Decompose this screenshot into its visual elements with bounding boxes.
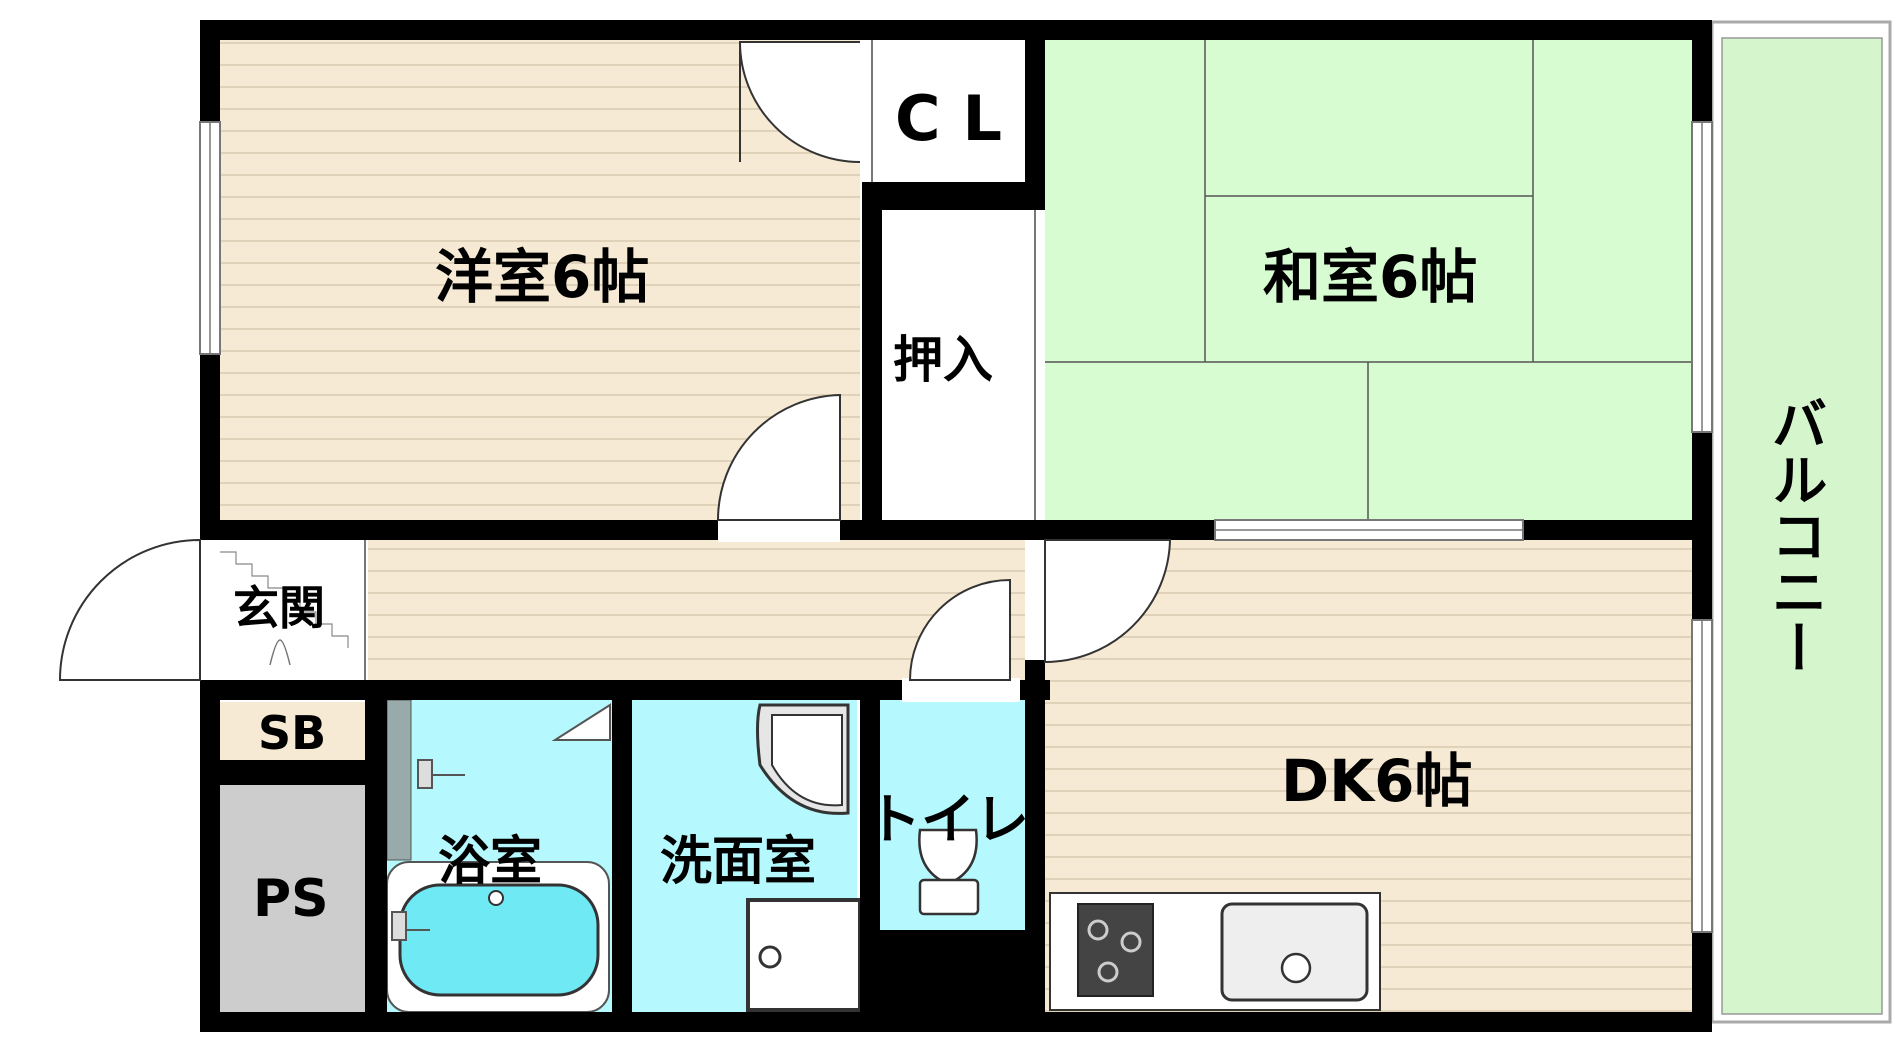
balcony-label: バルコニー: [1762, 395, 1827, 675]
tatami-room: [1045, 40, 1692, 520]
stove-icon: [1077, 903, 1154, 997]
shoe-box-label: SB: [258, 706, 327, 760]
bathroom-label: 浴室: [438, 832, 543, 892]
balcony: [1710, 20, 1892, 1024]
japanese-room-label: 和室6帖: [1263, 243, 1478, 311]
pipe-space: [220, 785, 365, 1012]
entrance-label: 玄関: [233, 581, 325, 635]
shoe-box: [220, 702, 365, 760]
sink-icon: [1220, 902, 1369, 1002]
dining-kitchen-label: DK6帖: [1281, 747, 1473, 815]
oshiire-label: 押入: [893, 331, 993, 389]
doors: [58, 40, 1172, 702]
washroom-label: 洗面室: [660, 832, 817, 892]
western-room-label: 洋室6帖: [435, 243, 650, 311]
washing-machine-pan: [746, 898, 862, 1012]
drain-icon: [488, 890, 504, 906]
toilet-label: トイレ: [867, 788, 1029, 851]
windows: [199, 121, 1713, 933]
kitchen-counter: [1049, 892, 1381, 1011]
pipe-space-label: PS: [253, 869, 329, 929]
closet-floor: [882, 40, 1024, 182]
closet-label: CL: [895, 82, 1025, 155]
toilet-fixture: [918, 828, 980, 916]
oshiire-floor: [882, 210, 1024, 520]
bathtub: [386, 861, 610, 1013]
entrance-floor: [220, 540, 366, 680]
